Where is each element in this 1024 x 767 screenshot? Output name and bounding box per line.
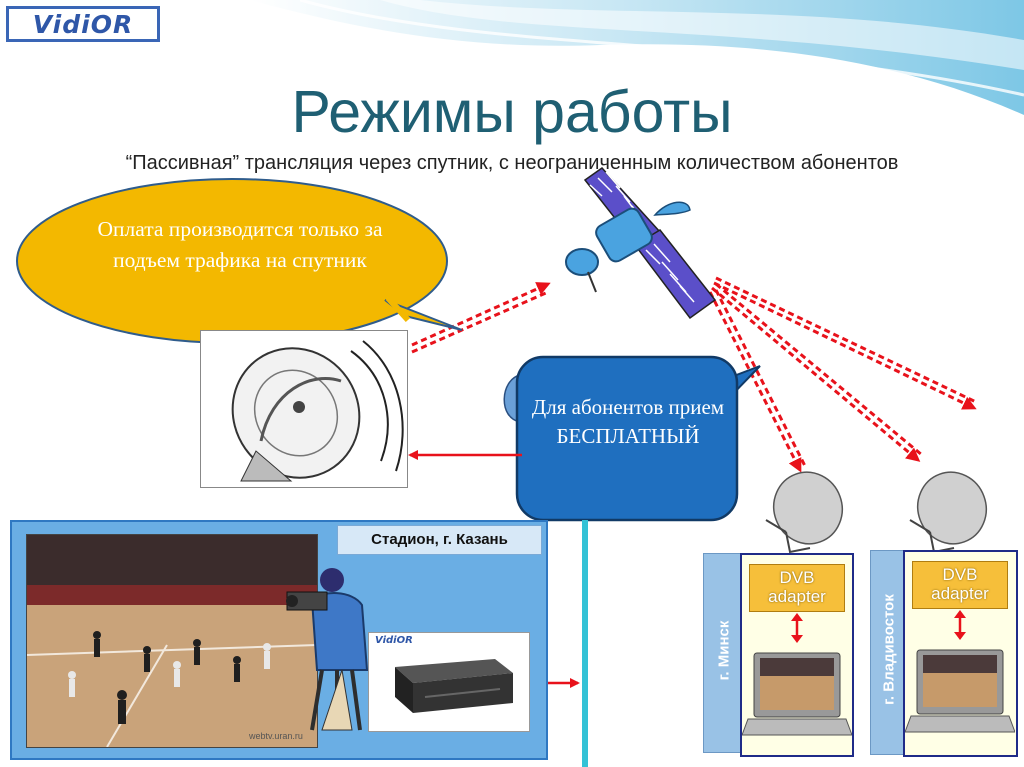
basketball-court-photo: webtv.uran.ru (26, 534, 318, 748)
uplink-dish-image (200, 330, 408, 488)
server-logo: VidiOR (375, 635, 413, 646)
free-callout-shape (503, 355, 761, 522)
photo-watermark: webtv.uran.ru (249, 731, 303, 741)
satellite-dish-icon (909, 471, 987, 554)
dvb-adapter-vladivostok: DVB adapter (912, 561, 1008, 609)
adapter-label: adapter (931, 584, 989, 603)
server-icon (395, 659, 513, 713)
city-bar-minsk: г. Минск (703, 553, 741, 753)
receiver-station-vladivostok: DVB adapter (903, 550, 1018, 757)
laptop-icon (742, 613, 852, 736)
city-bar-vladivostok: г. Владивосток (870, 550, 907, 755)
city-label-vladivostok: г. Владивосток (880, 594, 898, 705)
encoder-server-box: VidiOR (368, 632, 530, 732)
satellite-icon (565, 167, 717, 320)
slide-title: Режимы работы (291, 79, 733, 145)
dvb-adapter-minsk: DVB adapter (749, 564, 845, 612)
city-label-minsk: г. Минск (715, 620, 733, 681)
laptop-icon (905, 610, 1015, 733)
payment-callout-shape (16, 178, 463, 344)
satellite-dish-icon (231, 340, 404, 482)
dvb-label: DVB (942, 565, 978, 584)
free-reception-callout: Для абонентов прием БЕСПЛАТНЫЙ (531, 395, 725, 448)
adapter-label: adapter (768, 587, 826, 606)
slide-subtitle: “Пассивная” трансляция через спутник, с … (125, 152, 899, 174)
dvb-label: DVB (779, 568, 815, 587)
network-line (582, 520, 588, 767)
camera-operator-icon (286, 568, 369, 731)
uplink-arrows (411, 282, 551, 354)
vidior-logo: VidiOR (6, 6, 160, 42)
stadium-label: Стадион, г. Казань (337, 525, 542, 555)
receiver-station-minsk: DVB adapter (740, 553, 854, 757)
logo-text: VidiOR (32, 9, 134, 39)
satellite-dish-icon (765, 471, 843, 554)
payment-callout: Оплата производится только за подъем тра… (97, 217, 383, 272)
downlink-arrows (708, 276, 977, 473)
